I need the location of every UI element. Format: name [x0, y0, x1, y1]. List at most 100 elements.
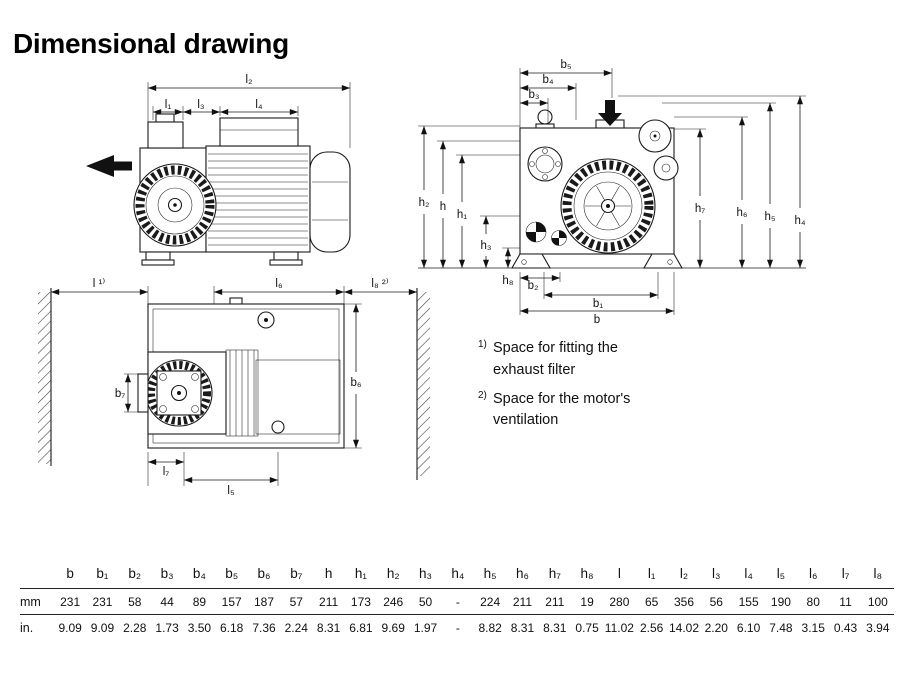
table-column-header: h₁ [344, 560, 378, 589]
footnote-exhaust-filter: 1) Space for fitting the exhaust filter [478, 338, 656, 382]
table-column-header: b₆ [247, 560, 281, 589]
table-row-label: in. [20, 621, 34, 635]
table-cell: 7.48 [769, 621, 793, 635]
table-column-header: h₈ [570, 560, 604, 589]
dim-label-h4: h₄ [794, 215, 805, 227]
table-column-header: b₃ [150, 560, 184, 589]
dim-label-l1: l₁ [165, 99, 172, 111]
table-cell: 7.36 [252, 621, 276, 635]
table-cell: 157 [215, 589, 248, 615]
table-column-header: b₄ [183, 560, 216, 589]
table-cell: 2.28 [123, 621, 147, 635]
dim-label-l5: l₅ [227, 485, 235, 497]
end-view-drawing: b₅ b₄ b₃ h₂ h h₁ h₃ h₈ h₇ h₆ h₅ h₄ b₂ b₁… [418, 59, 806, 326]
table-column-header: l₂ [667, 560, 701, 589]
dim-label-h: h [440, 201, 446, 213]
table-cell: 8.31 [543, 621, 567, 635]
inlet-direction-arrow-icon [598, 100, 622, 126]
dim-label-l6: l₆ [275, 278, 283, 290]
table-cell: 50 [409, 589, 442, 615]
table-cell: 1.73 [155, 621, 179, 635]
table-cell: 2.24 [284, 621, 308, 635]
table-column-header: b [54, 560, 87, 589]
footnotes: 1) Space for fitting the exhaust filter … [478, 338, 656, 439]
wall-right [416, 288, 430, 480]
dim-label-l2: l₂ [245, 74, 252, 86]
top-view-pump-body [137, 297, 345, 449]
table-column-header: l₈ [861, 560, 894, 589]
dim-label-h3: h₃ [480, 240, 491, 252]
table-column-header: h₂ [377, 560, 410, 589]
table-column-header: b₅ [215, 560, 248, 589]
dim-label-l4: l₄ [255, 99, 263, 111]
dim-label-h6: h₆ [736, 207, 747, 219]
table-column-header: l₃ [700, 560, 733, 589]
table-column-header: l₄ [732, 560, 765, 589]
table-cell: 2.56 [640, 621, 664, 635]
table-cell: - [455, 621, 460, 635]
table-cell: 8.31 [316, 621, 341, 635]
footnote-1-text: Space for fitting the exhaust filter [493, 340, 618, 378]
footnote-1-marker: 1) [478, 339, 487, 350]
table-cell: 11 [829, 589, 862, 615]
table-cell: 211 [538, 589, 571, 615]
dim-label-b7: b₇ [115, 388, 125, 400]
dim-label-b6: b₆ [350, 377, 361, 389]
table-cell: 3.15 [801, 621, 825, 635]
page-title: Dimensional drawing [13, 28, 289, 59]
table-column-header: b₂ [118, 560, 151, 589]
table-cell: 19 [570, 589, 604, 615]
table-cell: 11.02 [604, 621, 634, 635]
table-column-header: h₄ [441, 560, 474, 589]
table-cell: 211 [506, 589, 539, 615]
table-corner [20, 560, 54, 589]
dim-label-h8: h₈ [502, 275, 513, 287]
table-cell: 58 [118, 589, 151, 615]
dim-label-l8: l₈ ²⁾ [371, 278, 388, 290]
dim-label-b5: b₅ [560, 59, 571, 71]
table-cell: 2.20 [704, 621, 728, 635]
table-cell: 6.81 [349, 621, 373, 635]
end-view-dimension-lines [418, 68, 806, 315]
table-column-header: h₇ [538, 560, 571, 589]
table-cell: 187 [247, 589, 281, 615]
table-column-header: h₆ [506, 560, 539, 589]
dim-label-b4: b₄ [542, 74, 553, 86]
table-cell: 3.50 [187, 621, 212, 635]
dim-label-l-fitting: l ¹⁾ [93, 278, 106, 290]
table-cell: 56 [700, 589, 733, 615]
table-cell: 3.94 [866, 621, 890, 635]
side-view-drawing: l₂ l₁ l₃ l₄ [86, 74, 351, 266]
dim-label-l3: l₃ [197, 99, 205, 111]
dim-label-b: b [594, 314, 600, 326]
dim-label-h7: h₇ [695, 203, 705, 215]
wall-left [38, 288, 52, 466]
table-column-header: l₅ [764, 560, 798, 589]
dim-label-h1: h₁ [457, 209, 467, 221]
dim-label-h5: h₅ [764, 211, 775, 223]
table-cell: 8.82 [478, 621, 502, 635]
table-cell: 211 [312, 589, 345, 615]
table-column-header: h [312, 560, 345, 589]
table-cell: 6.10 [736, 621, 761, 635]
dim-label-b2: b₂ [528, 280, 539, 292]
table-cell: 173 [344, 589, 378, 615]
table-column-header: b₇ [280, 560, 313, 589]
table-column-header: b₁ [86, 560, 119, 589]
table-cell: 0.43 [833, 621, 858, 635]
table-cell: 224 [474, 589, 507, 615]
table-cell: 89 [183, 589, 216, 615]
table-cell: 6.18 [220, 621, 244, 635]
table-column-header: l [603, 560, 636, 589]
table-cell: 0.75 [575, 621, 599, 635]
dim-label-b3: b₃ [528, 89, 539, 101]
table-cell: 155 [732, 589, 765, 615]
dim-label-h2: h₂ [419, 197, 430, 209]
table-cell: 9.09 [90, 621, 115, 635]
table-cell: 57 [280, 589, 313, 615]
footnote-2-text: Space for the motor's ventilation [493, 390, 631, 429]
footnote-2-marker: 2) [478, 389, 487, 401]
table-column-header: h₃ [409, 560, 442, 589]
